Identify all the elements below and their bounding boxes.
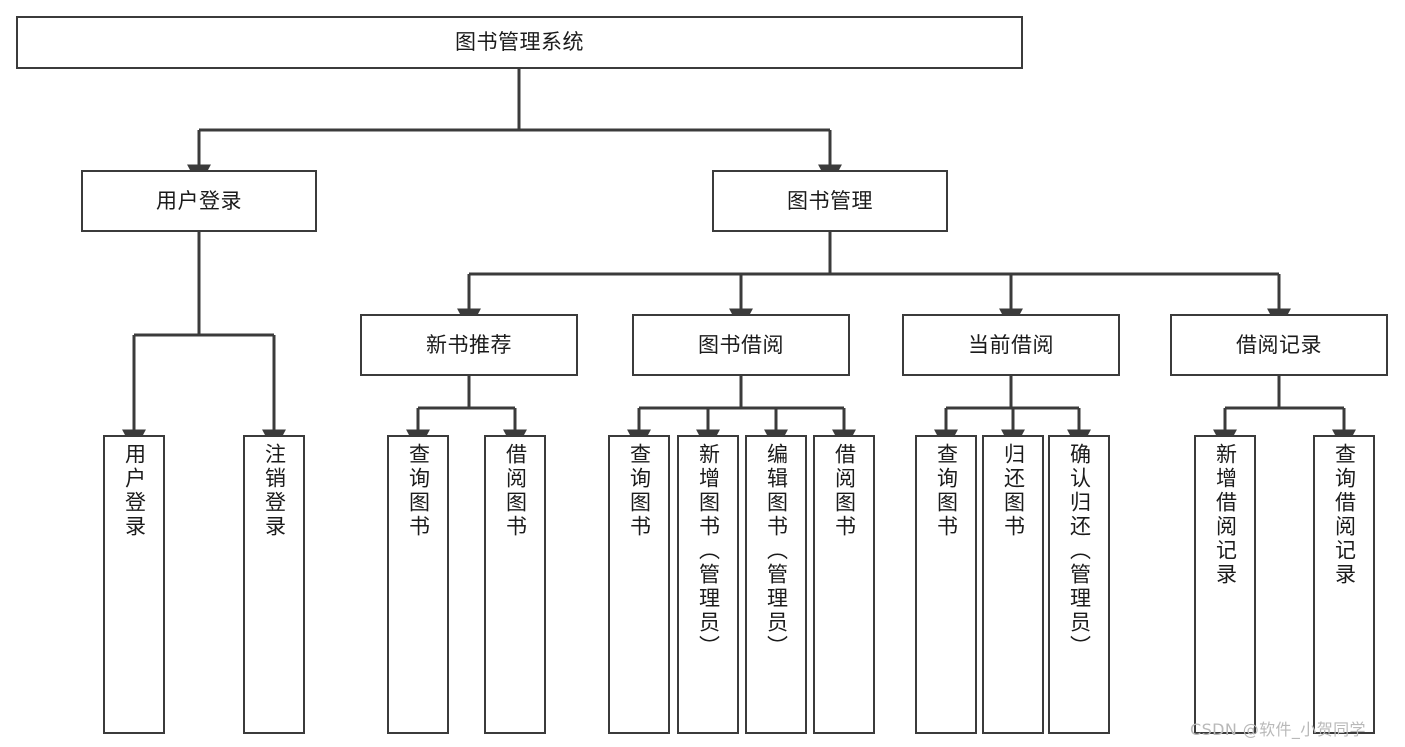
node-label: 确认归还（管理员） <box>1067 443 1092 659</box>
leaf-leaf-confirm-return-admin[interactable]: 确认归还（管理员） <box>1048 435 1110 734</box>
leaf-leaf-borrow-book[interactable]: 借阅图书 <box>813 435 875 734</box>
leaf-leaf-query-book-current[interactable]: 查询图书 <box>915 435 977 734</box>
node-root-system[interactable]: 图书管理系统 <box>16 16 1023 69</box>
node-label: 借阅图书 <box>503 443 528 539</box>
node-current-borrow[interactable]: 当前借阅 <box>902 314 1120 376</box>
node-label: 当前借阅 <box>968 332 1054 357</box>
node-new-book-recommend[interactable]: 新书推荐 <box>360 314 578 376</box>
node-label: 图书借阅 <box>698 332 784 357</box>
node-label: 编辑图书（管理员） <box>764 443 789 659</box>
node-label: 用户登录 <box>122 443 147 539</box>
node-label: 查询图书 <box>934 443 959 539</box>
leaf-leaf-query-book-borrow[interactable]: 查询图书 <box>608 435 670 734</box>
node-label: 借阅图书 <box>832 443 857 539</box>
leaf-leaf-query-book-rec[interactable]: 查询图书 <box>387 435 449 734</box>
leaf-leaf-add-borrow-record[interactable]: 新增借阅记录 <box>1194 435 1256 734</box>
node-user-login[interactable]: 用户登录 <box>81 170 317 232</box>
node-borrow-record[interactable]: 借阅记录 <box>1170 314 1388 376</box>
leaf-leaf-borrow-book-rec[interactable]: 借阅图书 <box>484 435 546 734</box>
node-label: 借阅记录 <box>1236 332 1322 357</box>
node-label: 新增图书（管理员） <box>696 443 721 659</box>
leaf-leaf-add-book-admin[interactable]: 新增图书（管理员） <box>677 435 739 734</box>
node-label: 新增借阅记录 <box>1213 443 1238 587</box>
node-label: 图书管理 <box>787 188 873 213</box>
node-label: 查询借阅记录 <box>1332 443 1357 587</box>
node-label: 新书推荐 <box>426 332 512 357</box>
node-book-manage[interactable]: 图书管理 <box>712 170 948 232</box>
node-label: 归还图书 <box>1001 443 1026 539</box>
node-label: 查询图书 <box>627 443 652 539</box>
leaf-leaf-logout[interactable]: 注销登录 <box>243 435 305 734</box>
node-label: 图书管理系统 <box>455 30 584 55</box>
node-label: 用户登录 <box>156 188 242 213</box>
node-label: 注销登录 <box>262 443 287 539</box>
node-label: 查询图书 <box>406 443 431 539</box>
node-book-borrow[interactable]: 图书借阅 <box>632 314 850 376</box>
leaf-leaf-return-book[interactable]: 归还图书 <box>982 435 1044 734</box>
leaf-leaf-edit-book-admin[interactable]: 编辑图书（管理员） <box>745 435 807 734</box>
leaf-leaf-query-borrow-record[interactable]: 查询借阅记录 <box>1313 435 1375 734</box>
leaf-leaf-user-login[interactable]: 用户登录 <box>103 435 165 734</box>
